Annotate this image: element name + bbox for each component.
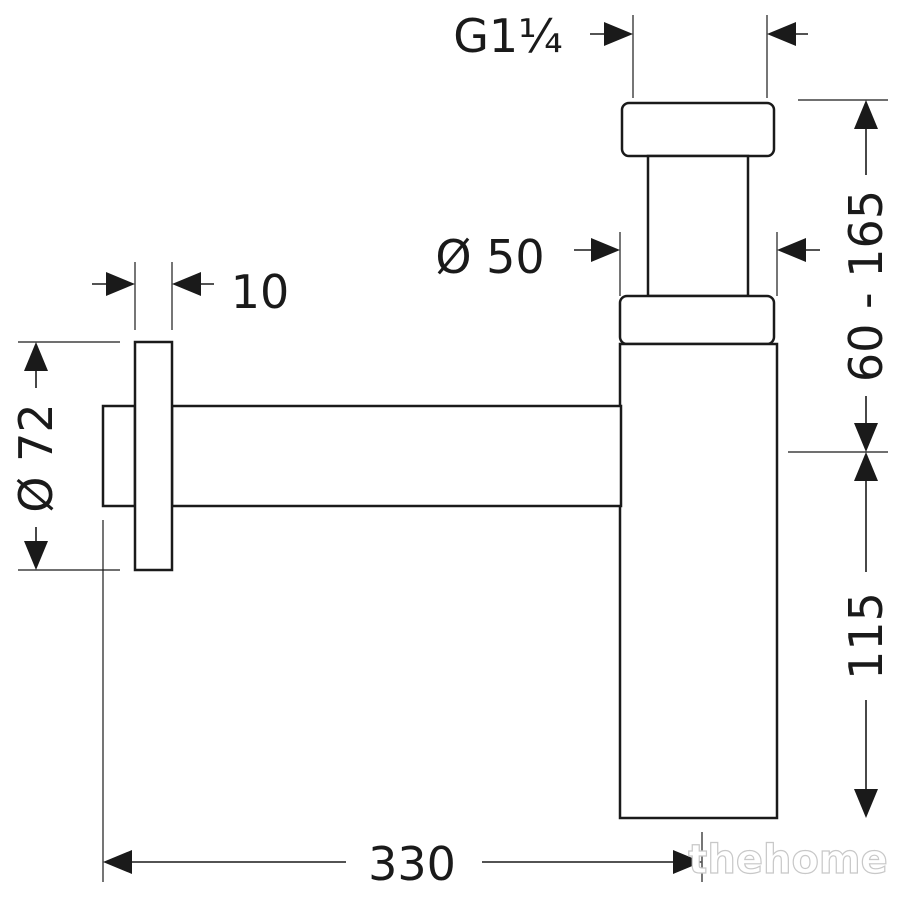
bottle-trap-body (618, 101, 779, 820)
tube-diameter-label: Ø 50 (435, 230, 544, 284)
arrow-icon (103, 850, 132, 874)
watermark-logo: thehome (688, 837, 888, 883)
arrow-icon (24, 342, 48, 371)
arrow-icon (591, 238, 620, 262)
wall-flange (133, 340, 174, 572)
arrow-icon (854, 452, 878, 481)
arrow-icon (172, 272, 201, 296)
arrow-icon (767, 22, 796, 46)
arrow-icon (106, 272, 135, 296)
flange-thickness-label: 10 (231, 265, 290, 319)
flange-diameter-label: Ø 72 (9, 403, 63, 512)
arrow-icon (777, 238, 806, 262)
arrow-icon (854, 789, 878, 818)
outlet-pipe (170, 404, 623, 508)
total-length-label: 330 (368, 837, 456, 891)
dimension-lines (35, 33, 867, 863)
extension-lines (18, 15, 888, 882)
arrow-icon (854, 423, 878, 452)
arrow-icon (673, 850, 702, 874)
arrow-icon (604, 22, 633, 46)
wall-outlet (101, 340, 623, 572)
dimension-arrows (24, 22, 878, 874)
wall-pipe-stub (101, 404, 137, 508)
arrow-icon (854, 100, 878, 129)
inlet-tube (646, 154, 750, 298)
height-adjust-label: 60 - 165 (839, 190, 893, 382)
thread-size-label: G1¼ (453, 9, 563, 63)
dimension-labels: G1¼ Ø 50 10 Ø 72 60 - 165 115 330 (9, 9, 893, 891)
body-nut (618, 294, 776, 346)
top-nut (620, 101, 776, 158)
arrow-icon (24, 541, 48, 570)
lower-height-label: 115 (839, 592, 893, 680)
trap-bottle (618, 342, 779, 820)
